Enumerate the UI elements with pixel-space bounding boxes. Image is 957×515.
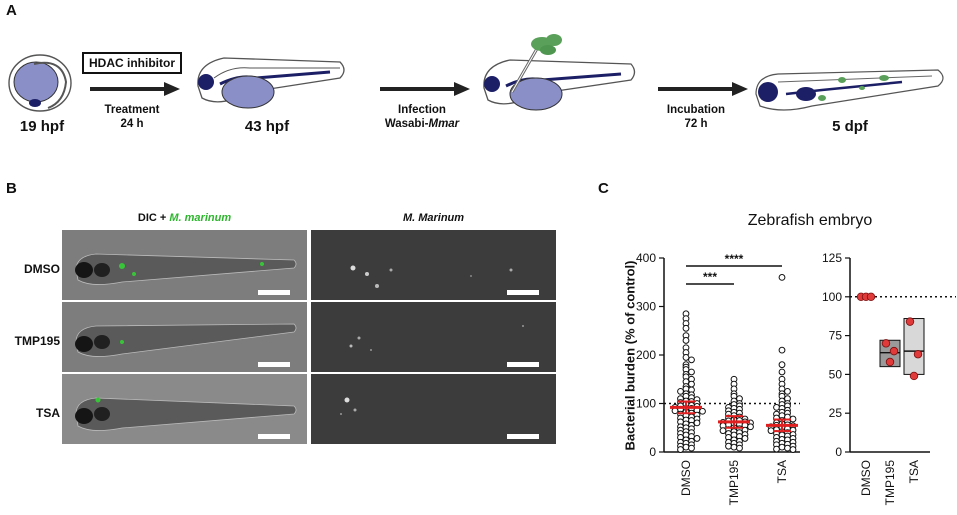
step-infection-line2: Wasabi-Mmar [376, 117, 468, 131]
step-incubation-line1: Incubation [666, 104, 726, 116]
data-point [677, 387, 684, 395]
image-fluor-dmso [311, 230, 556, 300]
panel-a-letter: A [6, 2, 17, 19]
row-label-dmso: DMSO [24, 262, 60, 276]
y-tick-label-right: 25 [829, 406, 843, 420]
data-point [778, 346, 786, 354]
data-point [682, 354, 690, 361]
stage-label-19hpf: 19 hpf [19, 118, 65, 135]
embryo-injection-illustration [483, 34, 636, 111]
embryo-43hpf-illustration [197, 57, 345, 109]
stage-label-43hpf: 43 hpf [244, 118, 290, 135]
data-point [778, 361, 786, 369]
replicate-point [913, 350, 923, 359]
x-tick-label: TMP195 [727, 460, 741, 506]
x-tick-label: TSA [775, 460, 789, 483]
col-head-dic-prefix: DIC + [137, 212, 170, 224]
data-point [688, 380, 695, 388]
replicate-point [889, 346, 899, 356]
replicate-point [885, 357, 895, 367]
larva-5dpf-illustration [755, 69, 944, 111]
row-label-tsa: TSA [36, 406, 60, 420]
step-infection: Infection Wasabi-Mmar [376, 103, 468, 131]
data-point [682, 443, 690, 451]
data-point [747, 423, 754, 431]
significance-label: *** [703, 270, 717, 284]
data-point [693, 435, 701, 442]
data-point [682, 337, 690, 344]
y-tick-label-right: 50 [829, 367, 843, 381]
step-treatment: Treatment 24 h [92, 103, 172, 131]
data-point [773, 445, 780, 453]
data-point [778, 368, 786, 376]
image-dic-tmp195 [62, 302, 307, 372]
data-point [688, 368, 695, 376]
image-fluor-tmp195 [311, 302, 556, 372]
replicate-point [881, 339, 891, 348]
data-point [730, 443, 738, 451]
replicate-point [905, 317, 915, 326]
data-point [778, 274, 786, 281]
step-infection-line2-prefix: Wasabi- [384, 118, 429, 130]
stage-label-5dpf: 5 dpf [832, 118, 868, 135]
embryo-19hpf-illustration [8, 54, 72, 112]
row-label-tmp195: TMP195 [14, 334, 60, 348]
data-point [677, 446, 684, 453]
replicate-point [866, 292, 876, 301]
step-infection-line2-italic: Mmar [428, 118, 460, 130]
arrow-right-icon [380, 82, 470, 96]
step-infection-line1: Infection [398, 104, 446, 116]
y-tick-label-right: 0 [835, 445, 842, 459]
y-tick-label-right: 125 [822, 251, 842, 265]
data-point [719, 427, 727, 435]
step-incubation-line2: 72 h [684, 118, 708, 130]
col-head-fluor: M. Marinum [311, 212, 556, 224]
step-treatment-line1: Treatment [104, 104, 160, 116]
y-tick-label: 400 [636, 251, 656, 265]
col-head-fluor-text: M. Marinum [402, 212, 465, 224]
panel-b-letter: B [6, 180, 17, 197]
data-point [741, 435, 749, 442]
y-tick-label-right: 75 [829, 329, 843, 343]
data-point [699, 407, 706, 415]
data-point [725, 442, 732, 450]
data-point [688, 356, 695, 364]
data-point [784, 387, 791, 395]
x-tick-label-right: DMSO [859, 460, 873, 496]
y-tick-label: 0 [649, 445, 656, 459]
y-tick-label-right: 100 [822, 290, 842, 304]
x-tick-label-right: TSA [907, 460, 921, 483]
image-dic-dmso [62, 230, 307, 300]
panel-c-letter: C [598, 180, 609, 197]
y-tick-label: 100 [636, 397, 656, 411]
step-treatment-line2: 24 h [120, 118, 144, 130]
x-tick-label-right: TMP195 [883, 460, 897, 506]
replicate-point [909, 371, 919, 381]
y-tick-label: 300 [636, 300, 656, 314]
data-point [693, 419, 701, 427]
arrow-right-icon [658, 82, 748, 96]
data-point [778, 443, 786, 451]
col-head-dic: DIC + M. marinum [62, 212, 307, 224]
data-point [682, 324, 690, 332]
significance-label: **** [725, 252, 744, 266]
y-tick-label: 200 [636, 348, 656, 362]
chart-title: Zebrafish embryo [747, 212, 873, 229]
arrow-right-icon [90, 82, 180, 96]
step-incubation: Incubation 72 h [656, 103, 736, 131]
image-fluor-tsa [311, 374, 556, 444]
x-tick-label: DMSO [679, 460, 693, 496]
data-point [773, 403, 780, 411]
hdac-inhibitor-box: HDAC inhibitor [82, 52, 182, 74]
image-dic-tsa [62, 374, 307, 444]
range-box [903, 318, 925, 375]
data-point [688, 444, 695, 452]
col-head-dic-green: M. marinum [169, 212, 232, 224]
data-point [789, 446, 797, 453]
data-point [784, 444, 791, 452]
data-point [736, 444, 743, 452]
